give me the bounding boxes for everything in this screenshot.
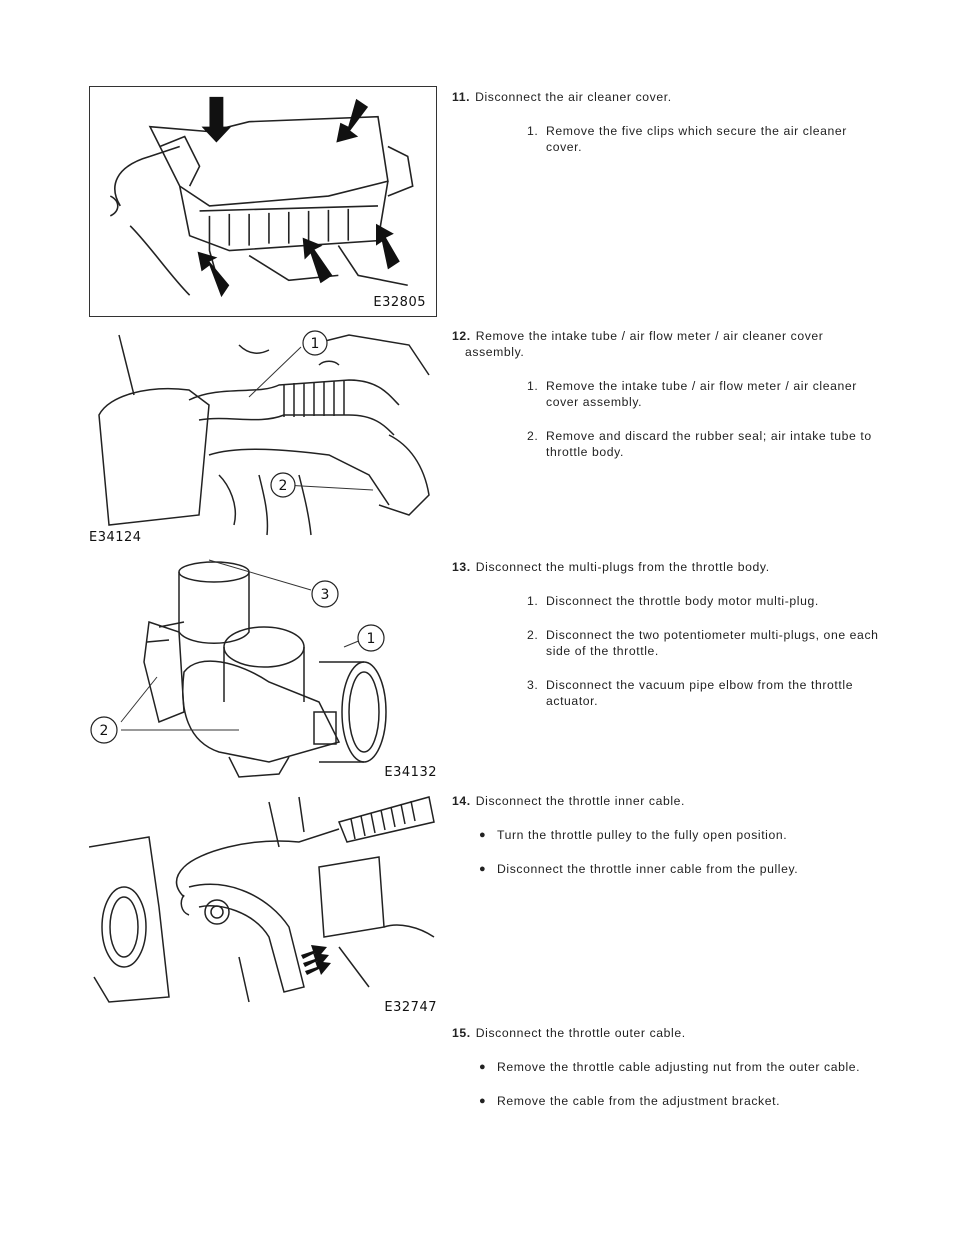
step-title: Disconnect the air cleaner cover. <box>475 90 672 104</box>
step-title-continued: assembly. <box>465 345 525 359</box>
sub-step-marker: 3. <box>527 678 539 692</box>
sub-step-marker: 1. <box>527 379 539 393</box>
callout-2: 2 <box>100 723 109 739</box>
intake-tube-illustration: 1 2 <box>98 330 430 536</box>
step-title: Disconnect the multi-plugs from the thro… <box>475 560 770 574</box>
step-13: 13. Disconnect the multi-plugs from the t… <box>452 559 882 709</box>
step-number: 11. <box>452 90 471 104</box>
sub-step-text: Remove and discard the rubber seal; air … <box>546 429 872 459</box>
bullet-icon: ● <box>479 829 487 841</box>
sub-step-marker: 2. <box>527 628 539 642</box>
figure-throttle-body: 3 1 2 E34132 <box>89 552 437 782</box>
step-number: 14. <box>452 794 471 808</box>
step-number: 15. <box>452 1026 471 1040</box>
sub-step-text: Disconnect the throttle body motor multi… <box>546 594 819 608</box>
sub-step: 1. Remove the intake tube / air flow met… <box>452 378 882 410</box>
figure-code: E32747 <box>384 1000 437 1015</box>
figure-code: E32805 <box>373 295 426 310</box>
sub-step: ● Remove the throttle cable adjusting nu… <box>452 1059 882 1075</box>
sub-step: ● Turn the throttle pulley to the fully … <box>452 827 882 843</box>
throttle-cable-illustration <box>89 796 435 1003</box>
sub-step-text: Disconnect the vacuum pipe elbow from th… <box>546 678 854 708</box>
sub-step: 2. Disconnect the two potentiometer mult… <box>452 627 882 659</box>
bullet-icon: ● <box>479 1061 487 1073</box>
step-title: Remove the intake tube / air flow meter … <box>475 329 824 343</box>
sub-step-text: Remove the intake tube / air flow meter … <box>546 379 857 409</box>
sub-step: ● Disconnect the throttle inner cable fr… <box>452 861 882 877</box>
sub-step-marker: 2. <box>527 429 539 443</box>
sub-step-text: Turn the throttle pulley to the fully op… <box>497 828 788 842</box>
sub-step: 2. Remove and discard the rubber seal; a… <box>452 428 882 460</box>
step-15: 15.Disconnect the throttle outer cable. … <box>452 1025 882 1109</box>
bullet-icon: ● <box>479 1095 487 1107</box>
throttle-body-illustration: 3 1 2 <box>90 559 387 778</box>
sub-step-text: Remove the five clips which secure the a… <box>546 124 847 154</box>
sub-step-text: Disconnect the throttle inner cable from… <box>497 862 799 876</box>
step-number: 13. <box>452 560 471 574</box>
figure-code: E34132 <box>384 765 437 780</box>
callout-1: 1 <box>367 631 376 647</box>
sub-step: 3. Disconnect the vacuum pipe elbow from… <box>452 677 882 709</box>
sub-step-text: Disconnect the two potentiometer multi-p… <box>546 628 879 658</box>
figure-intake-tube: 1 2 E34124 <box>89 325 437 547</box>
sub-step: 1. Remove the five clips which secure th… <box>452 123 882 155</box>
callout-2: 2 <box>279 478 288 494</box>
step-14: 14.Disconnect the throttle inner cable. … <box>452 793 882 877</box>
sub-step: 1. Disconnect the throttle body motor mu… <box>452 593 882 609</box>
callout-1: 1 <box>311 336 320 352</box>
figure-air-cleaner-cover: E32805 <box>89 86 437 317</box>
figure-throttle-cable: E32747 <box>89 787 437 1017</box>
callout-3: 3 <box>321 587 330 603</box>
step-number: 12. <box>452 329 471 343</box>
step-12: 12. Remove the intake tube / air flow met… <box>452 328 882 460</box>
sub-step-text: Remove the cable from the adjustment bra… <box>497 1094 781 1108</box>
sub-step: ● Remove the cable from the adjustment b… <box>452 1093 882 1109</box>
figure-code: E34124 <box>89 530 142 545</box>
step-title: Disconnect the throttle outer cable. <box>475 1026 686 1040</box>
step-title: Disconnect the throttle inner cable. <box>475 794 686 808</box>
sub-step-marker: 1. <box>527 124 539 138</box>
step-11: 11. Disconnect the air cleaner cover. 1. … <box>452 89 882 155</box>
air-cleaner-illustration <box>109 96 414 298</box>
sub-step-marker: 1. <box>527 594 539 608</box>
bullet-icon: ● <box>479 863 487 875</box>
sub-step-text: Remove the throttle cable adjusting nut … <box>497 1060 861 1074</box>
